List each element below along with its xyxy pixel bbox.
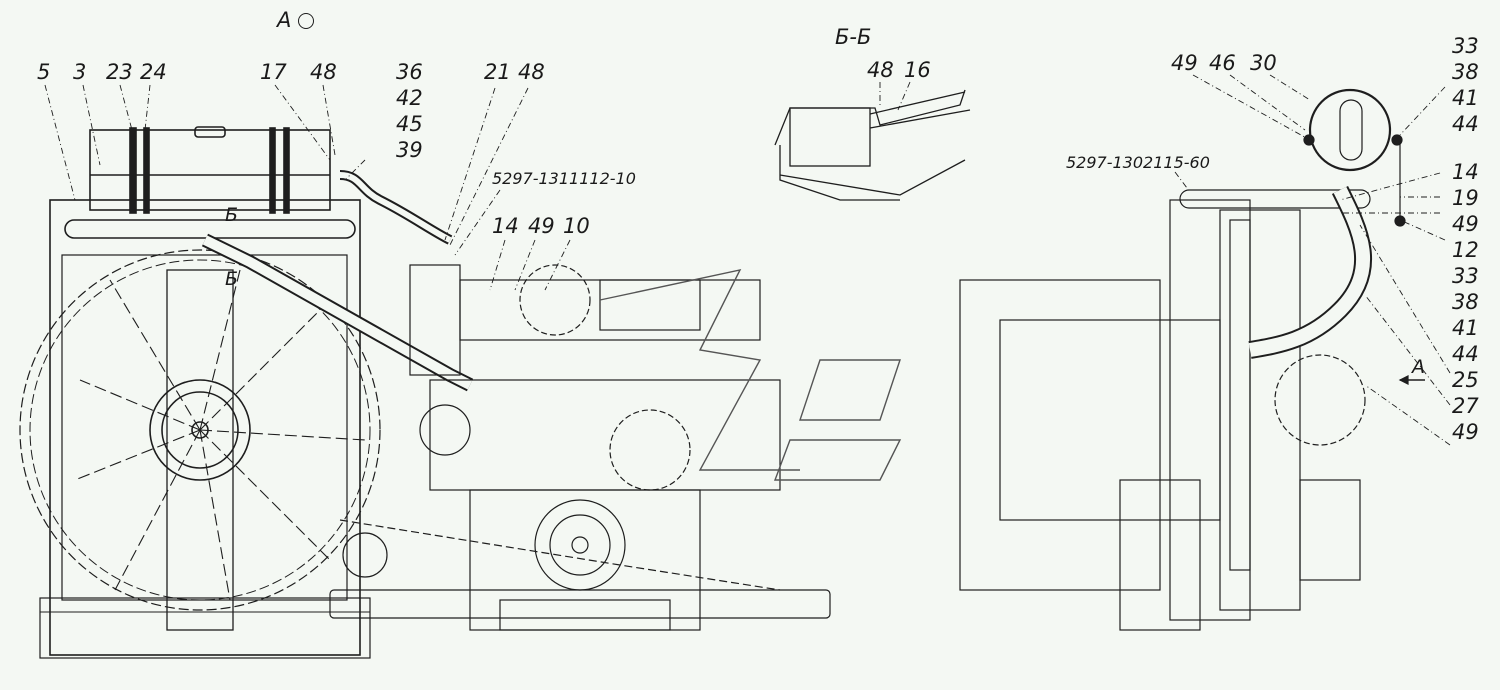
callout-33: 33 (1452, 34, 1479, 58)
section-bb-detail (774, 89, 971, 201)
section-callout-48: 48 (867, 58, 894, 82)
callout-45: 45 (396, 112, 423, 136)
callout-39: 39 (396, 138, 423, 162)
callout-24: 24 (140, 60, 167, 84)
callout-30: 30 (1250, 51, 1277, 75)
section-bb-title: Б-Б (835, 25, 872, 49)
fan-blades (74, 269, 366, 601)
callout-38: 38 (1452, 60, 1479, 84)
callout-49-right-c: 49 (1452, 420, 1479, 444)
part-number-1311112: 5297-1311112-10 (492, 169, 636, 188)
callout-3: 3 (73, 60, 87, 84)
engine-front-view (329, 264, 902, 631)
callout-17: 17 (260, 60, 287, 84)
engine-side-view (959, 88, 1425, 631)
callout-42: 42 (396, 86, 423, 110)
callout-38-b: 38 (1452, 290, 1479, 314)
callout-5: 5 (37, 60, 51, 84)
callout-column-right: 14 19 49 12 33 38 41 44 25 27 49 (1452, 162, 1479, 443)
callout-46: 46 (1209, 51, 1236, 75)
callout-10: 10 (563, 214, 590, 238)
section-callout-16: 16 (904, 58, 931, 82)
callout-48: 48 (310, 60, 337, 84)
callout-12: 12 (1452, 238, 1479, 262)
callout-14: 14 (492, 214, 519, 238)
cut-mark-top: Б (225, 204, 239, 226)
callout-41: 41 (1452, 86, 1479, 110)
callout-44: 44 (1452, 112, 1479, 136)
callout-36: 36 (396, 60, 423, 84)
radiator-assembly (19, 126, 474, 659)
callout-41-b: 41 (1452, 316, 1479, 340)
callout-stack-36-39: 36 42 45 39 (396, 62, 423, 161)
callout-25: 25 (1452, 368, 1479, 392)
expansion-tank (89, 126, 331, 214)
callout-44-b: 44 (1452, 342, 1479, 366)
callout-stack-33-44: 33 38 41 44 (1452, 36, 1479, 135)
view-a-title: А (277, 8, 315, 32)
callout-49: 49 (528, 214, 555, 238)
callout-23: 23 (106, 60, 133, 84)
callout-14-right: 14 (1452, 160, 1479, 184)
view-a-arrow-label: А (1412, 356, 1425, 378)
callout-49-right-b: 49 (1452, 212, 1479, 236)
fan (19, 249, 381, 611)
callout-19: 19 (1452, 186, 1479, 210)
cut-mark-bottom: Б (225, 268, 239, 290)
callout-27: 27 (1452, 394, 1479, 418)
view-a-circle-icon (298, 13, 315, 29)
callout-49-right: 49 (1171, 51, 1198, 75)
callout-33-b: 33 (1452, 264, 1479, 288)
leader-lines (44, 74, 1451, 446)
part-number-1302115: 5297-1302115-60 (1066, 153, 1210, 172)
callout-21: 21 (484, 60, 511, 84)
callout-48-b: 48 (518, 60, 545, 84)
view-a-letter: А (277, 8, 292, 32)
